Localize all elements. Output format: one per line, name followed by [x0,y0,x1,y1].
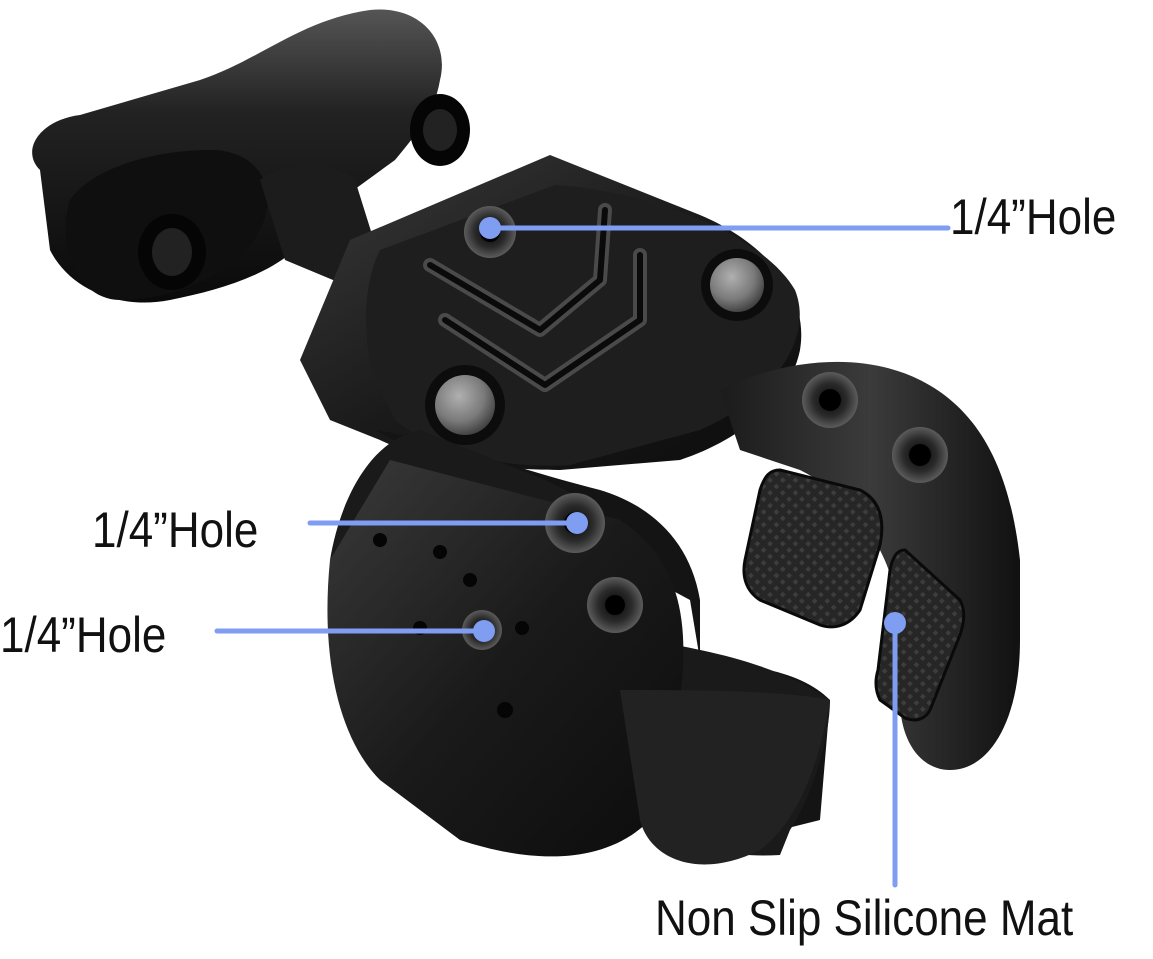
clamp-body [300,155,802,470]
bottom-hole-label: 1/4”Hole [0,607,167,663]
right-jaw [720,361,1020,770]
silicone-mat-label: Non Slip Silicone Mat [655,890,1074,946]
left-jaw [327,430,830,865]
knob-handle [32,9,470,303]
top-hole-label: 1/4”Hole [950,189,1117,245]
callout-dots [473,217,906,642]
callout-lines [214,225,951,888]
side-hole-label: 1/4”Hole [92,502,259,558]
